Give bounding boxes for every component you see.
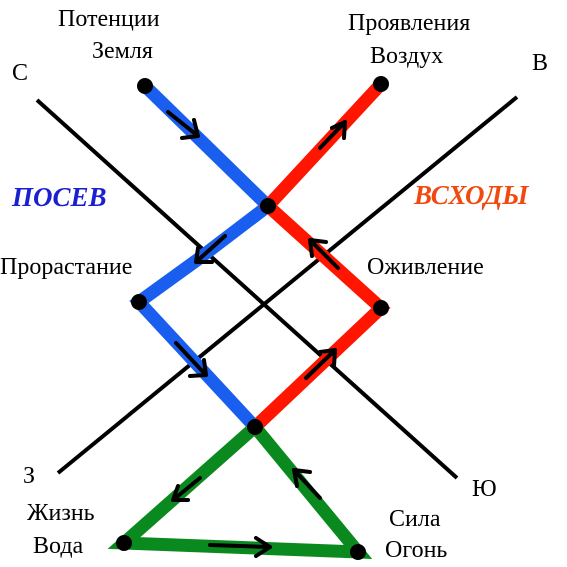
node-bottom-left — [116, 535, 132, 551]
green-triangle — [107, 417, 373, 560]
arrow-blue-1 — [166, 110, 200, 140]
node-top-left — [137, 78, 153, 94]
axis-z-v — [56, 95, 519, 475]
label-water: Вода — [33, 533, 84, 559]
node-middle-left — [131, 294, 147, 310]
arrow-red-2 — [308, 238, 340, 270]
label-manifestations: Проявления — [348, 10, 470, 36]
label-potentials: Потенции — [58, 6, 160, 32]
red-path — [250, 79, 391, 432]
label-life: Жизнь — [27, 500, 95, 526]
compass-label-nw: С — [12, 60, 28, 86]
label-strength: Сила — [389, 506, 441, 532]
node-top-right — [373, 76, 389, 92]
heading-shoots: ВСХОДЫ — [413, 180, 529, 210]
node-center-bottom — [247, 419, 263, 435]
label-sprouting: Прорастание — [0, 254, 132, 280]
node-center-top — [260, 198, 276, 214]
heading-sowing: ПОСЕВ — [11, 182, 107, 212]
axis-c-yu — [35, 98, 459, 480]
compass-label-se: Ю — [472, 476, 497, 502]
arrow-green-1 — [171, 476, 202, 502]
arrow-red-1 — [318, 120, 347, 150]
arrow-blue-2 — [194, 234, 227, 264]
label-revival: Оживление — [367, 254, 484, 280]
arrow-blue-3 — [174, 341, 208, 378]
compass-label-sw: З — [23, 463, 35, 489]
arrow-green-2 — [292, 468, 322, 500]
label-earth: Земля — [92, 38, 153, 64]
arrow-red-3 — [304, 348, 337, 380]
node-middle-right — [373, 300, 389, 316]
arrow-green-3 — [208, 536, 272, 558]
node-bottom-right — [350, 544, 366, 560]
label-air: Воздух — [370, 43, 443, 69]
compass-label-ne: В — [532, 50, 548, 76]
label-fire: Огонь — [385, 537, 447, 563]
